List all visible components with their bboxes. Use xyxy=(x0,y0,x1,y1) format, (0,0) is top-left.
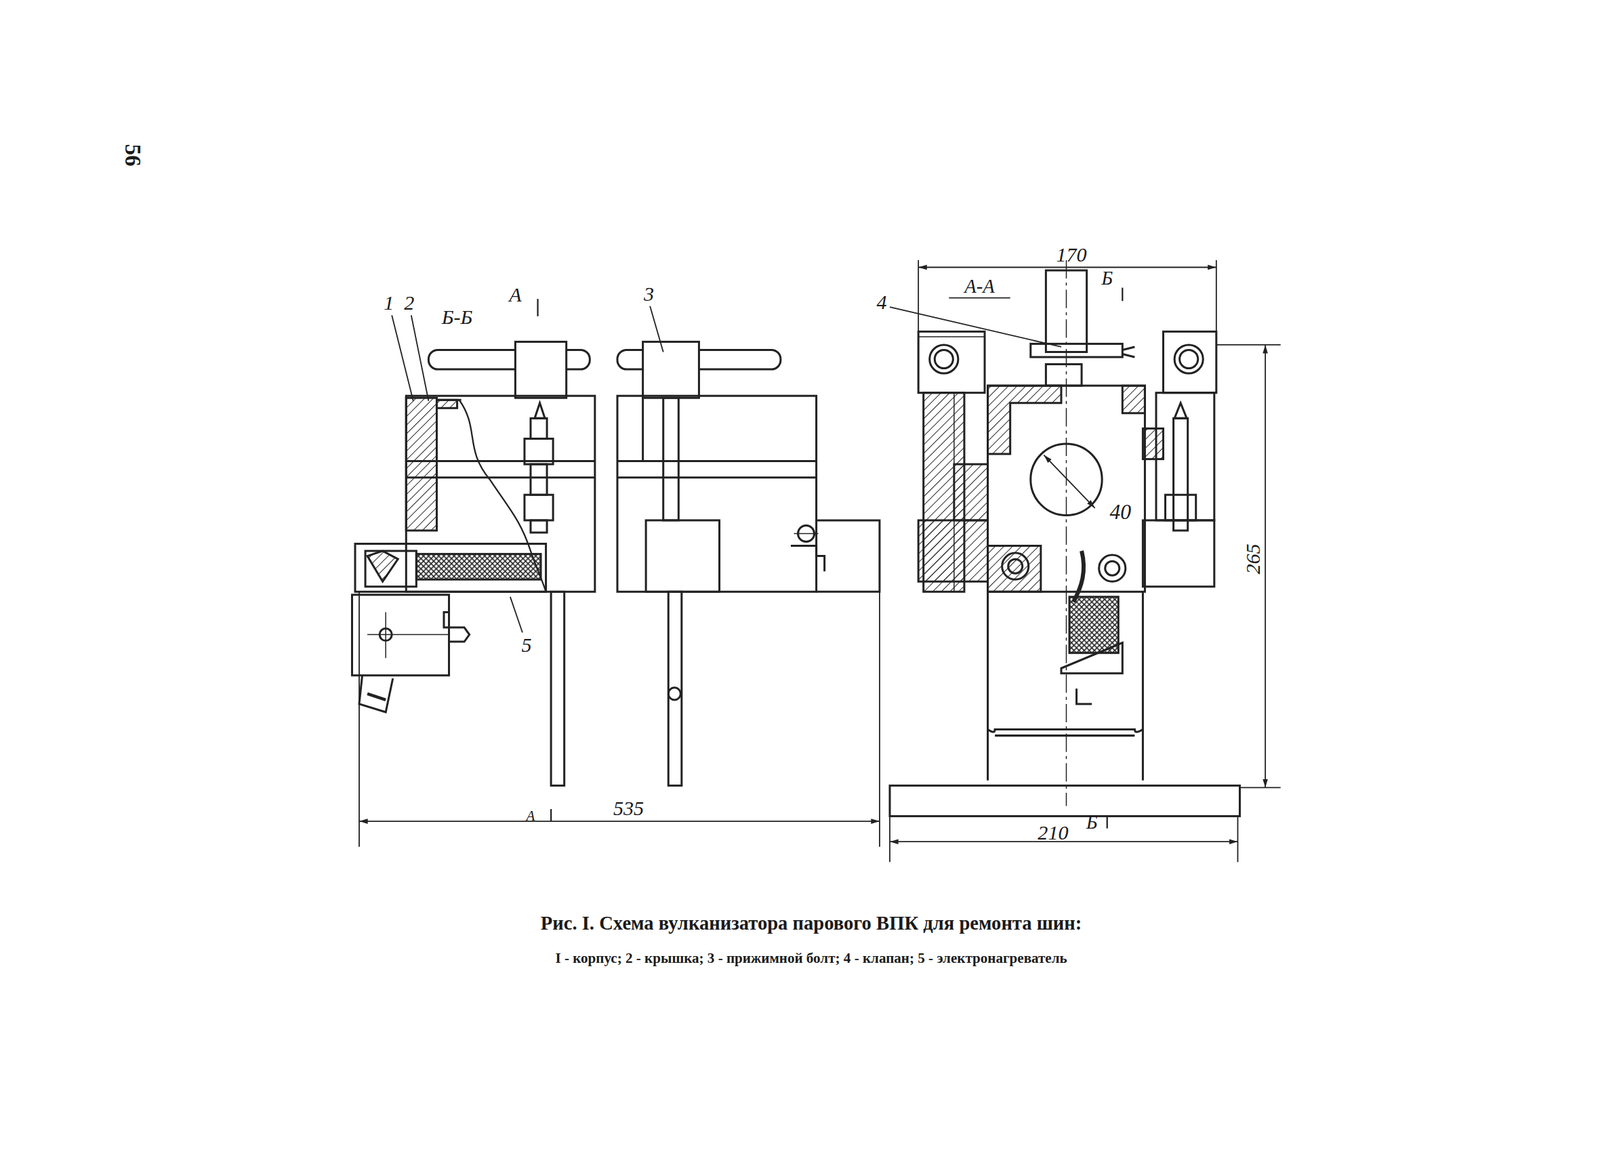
dimension: 265 xyxy=(1242,544,1264,575)
callout-number: 2 xyxy=(403,292,415,314)
section-mark: Б xyxy=(1086,812,1098,833)
caption-key: I - корпус; 2 - крышка; 3 - прижимной бо… xyxy=(555,952,1067,967)
page-number: 56 xyxy=(121,143,144,167)
dimension: 535 xyxy=(613,797,644,818)
figure-caption: Рис. I. Схема вулканизатора парового ВПК… xyxy=(540,913,1083,934)
dimension: 210 xyxy=(1037,822,1069,844)
section-mark: А xyxy=(526,809,536,824)
section-mark: Б xyxy=(1101,269,1113,289)
dimension: 40 xyxy=(1109,501,1132,524)
callout-number: 1 xyxy=(383,292,394,314)
callout-number: 4 xyxy=(876,292,887,313)
section-mark: Б-Б xyxy=(441,306,474,328)
dimension: 170 xyxy=(1055,244,1087,265)
section-mark: А xyxy=(508,284,522,305)
callout-number: 3 xyxy=(643,283,654,305)
section-mark: А-А xyxy=(964,277,995,297)
callout-number: 5 xyxy=(521,634,532,656)
